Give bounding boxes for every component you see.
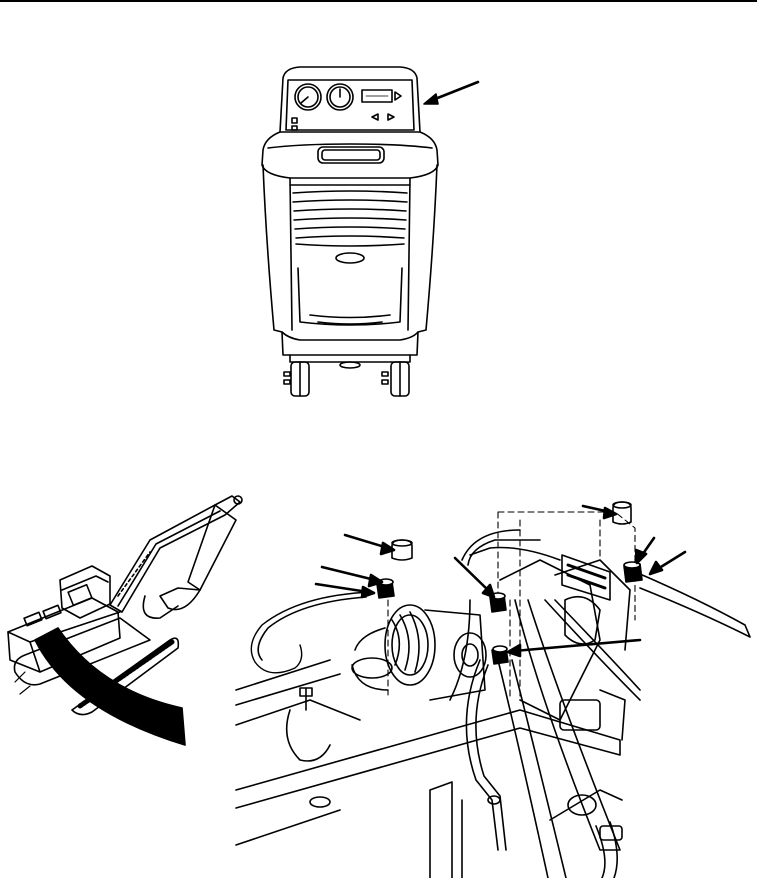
- pressure-gauge-right: [326, 83, 354, 111]
- recovery-unit-figure: [261, 66, 480, 397]
- carry-handle: [317, 146, 385, 164]
- brand-badge: [335, 252, 365, 264]
- excavator-figure: [7, 495, 243, 746]
- locator-arrow: [34, 627, 186, 746]
- pressure-gauge-left: [294, 83, 322, 111]
- service-hose-left: [250, 591, 373, 674]
- ventilation-grille: [292, 190, 408, 239]
- service-port-fittings: [376, 554, 643, 665]
- display-panel: [361, 89, 393, 103]
- engine-compartment-figure: [235, 501, 751, 878]
- header-rule: [0, 0, 757, 2]
- compressor-pulley: [384, 604, 436, 686]
- hose-right-upper: [639, 573, 751, 638]
- callout-arrows: [314, 504, 687, 658]
- callout-arrow-unit: [428, 80, 480, 103]
